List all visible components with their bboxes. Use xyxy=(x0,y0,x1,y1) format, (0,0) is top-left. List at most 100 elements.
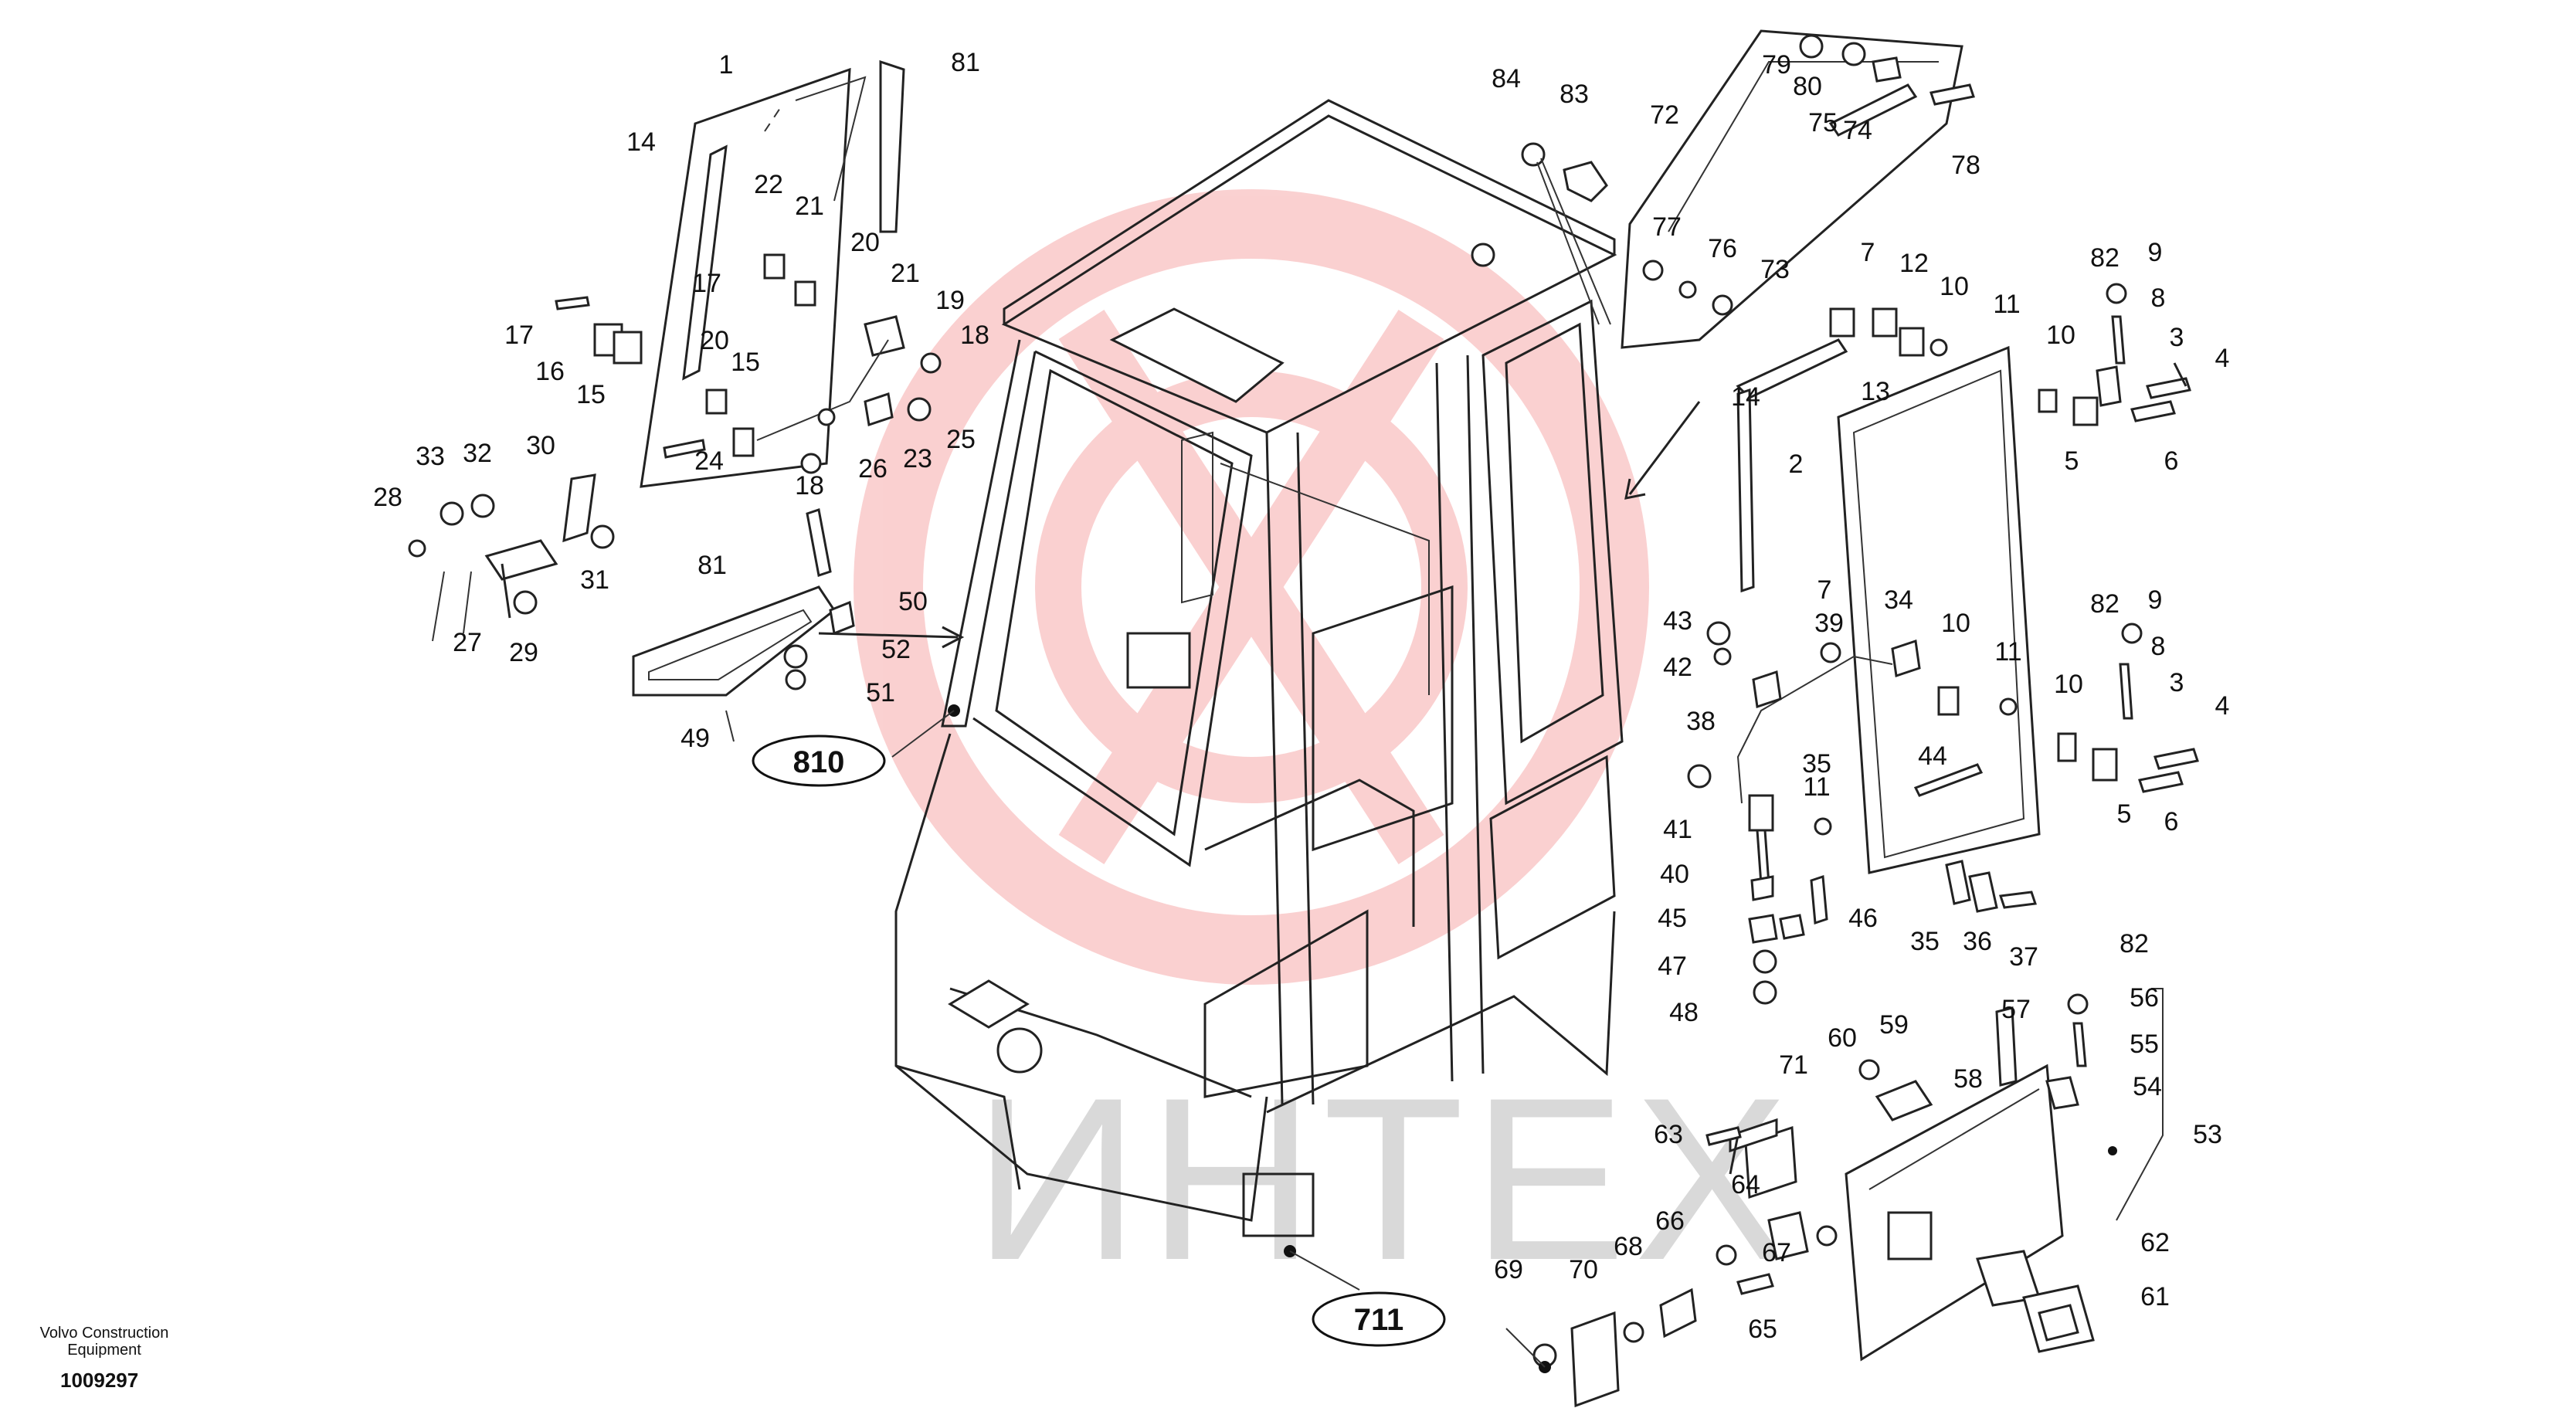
callout-number: 11 xyxy=(1803,772,1830,802)
watermark-text: ИНТЕХ xyxy=(973,1049,1797,1308)
callout-number: 12 xyxy=(1899,249,1929,278)
callout-number: 4 xyxy=(2215,344,2230,373)
callout-number: 72 xyxy=(1650,100,1679,130)
callout-number: 15 xyxy=(576,380,606,409)
callout-number: 59 xyxy=(1879,1010,1909,1040)
lower-door-panel xyxy=(1532,988,2164,1408)
callout-number: 9 xyxy=(2148,585,2163,615)
callout-number: 40 xyxy=(1660,860,1689,889)
callout-number: 9 xyxy=(2148,238,2163,267)
callout-number: 76 xyxy=(1708,234,1737,263)
callout-number: 24 xyxy=(694,446,724,476)
callout-number: 48 xyxy=(1669,998,1699,1027)
callout-number: 55 xyxy=(2130,1030,2159,1059)
callout-number: 27 xyxy=(453,628,482,657)
document-number: 1009297 xyxy=(60,1369,139,1392)
cab-body xyxy=(894,99,1624,1237)
callout-number: 5 xyxy=(2117,799,2132,829)
callout-number: 82 xyxy=(2090,589,2120,619)
callout-number: 34 xyxy=(1884,585,1913,615)
callout-number: 6 xyxy=(2164,807,2179,836)
callout-number: 17 xyxy=(692,269,721,298)
callout-number: 70 xyxy=(1569,1255,1598,1284)
left-window-assembly xyxy=(555,59,942,488)
right-window-assembly xyxy=(1736,283,2191,874)
callout-number: 3 xyxy=(2170,323,2184,352)
brand-line-2: Equipment xyxy=(67,1342,141,1359)
callout-number: 30 xyxy=(526,431,555,460)
callout-number: 41 xyxy=(1663,815,1692,844)
callout-number: 43 xyxy=(1663,606,1692,636)
callout-number: 36 xyxy=(1963,927,1992,956)
callout-number: 46 xyxy=(1848,904,1878,933)
callout-number: 22 xyxy=(754,170,783,199)
group-ref-810-label: 810 xyxy=(793,745,845,779)
upper-right-window xyxy=(1621,29,1975,500)
callout-number: 80 xyxy=(1793,72,1822,101)
callout-number: 52 xyxy=(881,635,911,664)
callout-number: 10 xyxy=(1940,272,1969,301)
callout-number: 69 xyxy=(1494,1255,1523,1284)
callout-number: 74 xyxy=(1843,116,1872,145)
callout-number: 47 xyxy=(1658,952,1687,981)
callout-number: 5 xyxy=(2065,446,2079,476)
group-ref-711-label: 711 xyxy=(1354,1303,1404,1337)
callout-number: 35 xyxy=(1910,927,1940,956)
callout-number: 58 xyxy=(1953,1064,1983,1094)
group-ref-711[interactable]: 711 xyxy=(1284,1245,1551,1373)
callout-number: 71 xyxy=(1779,1050,1808,1080)
callout-number: 18 xyxy=(795,471,824,500)
callout-number: 56 xyxy=(2130,983,2159,1013)
callout-number: 84 xyxy=(1492,64,1521,93)
callout-number: 50 xyxy=(898,587,928,616)
callout-number: 77 xyxy=(1652,212,1682,242)
callout-number: 67 xyxy=(1762,1238,1791,1267)
callout-number: 66 xyxy=(1655,1206,1685,1236)
callout-number: 28 xyxy=(373,483,402,512)
callout-number: 45 xyxy=(1658,904,1687,933)
callout-number: 82 xyxy=(2120,929,2149,958)
callout-number: 61 xyxy=(2140,1282,2170,1311)
callout-number: 7 xyxy=(1861,238,1875,267)
callout-number: 31 xyxy=(580,565,609,595)
callout-number: 21 xyxy=(795,192,824,221)
roof-hardware xyxy=(1471,142,1611,325)
callout-number: 20 xyxy=(700,326,729,355)
callout-number: 11 xyxy=(1993,290,2020,319)
brand-line-1: Volvo Construction xyxy=(39,1325,169,1342)
callout-number: 82 xyxy=(2090,243,2120,273)
callout-number: 79 xyxy=(1762,50,1791,80)
callout-number: 38 xyxy=(1686,707,1716,736)
left-hinge-assembly xyxy=(408,473,615,642)
callout-number: 64 xyxy=(1731,1170,1760,1199)
callout-number: 81 xyxy=(697,551,727,580)
callout-number: 4 xyxy=(2215,691,2230,721)
callout-number: 63 xyxy=(1654,1120,1683,1149)
callout-number: 13 xyxy=(1861,377,1890,406)
callout-number: 78 xyxy=(1951,151,1980,180)
callout-number: 11 xyxy=(1994,637,2021,667)
callout-number: 21 xyxy=(891,259,920,288)
callout-number: 6 xyxy=(2164,446,2179,476)
callout-number: 33 xyxy=(416,442,445,471)
callout-number: 2 xyxy=(1789,450,1804,479)
callout-number: 17 xyxy=(504,321,534,350)
publisher-brand: Volvo Construction Equipment xyxy=(23,1325,185,1359)
callout-number: 8 xyxy=(2151,632,2166,661)
callout-number: 37 xyxy=(2009,942,2038,972)
callout-number: 32 xyxy=(463,439,492,468)
callout-number: 7 xyxy=(1817,575,1832,605)
callout-number: 83 xyxy=(1560,80,1589,109)
watermark xyxy=(854,189,1649,985)
window-seal-lower xyxy=(632,508,965,742)
callout-number: 14 xyxy=(1731,382,1760,412)
callout-number: 18 xyxy=(960,321,989,350)
callout-number: 26 xyxy=(858,454,888,483)
callout-number: 73 xyxy=(1760,255,1790,284)
callout-number: 53 xyxy=(2193,1120,2222,1149)
group-ref-810[interactable]: 810 xyxy=(752,704,960,787)
callout-number: 23 xyxy=(903,444,932,473)
callout-number: 81 xyxy=(951,48,980,77)
